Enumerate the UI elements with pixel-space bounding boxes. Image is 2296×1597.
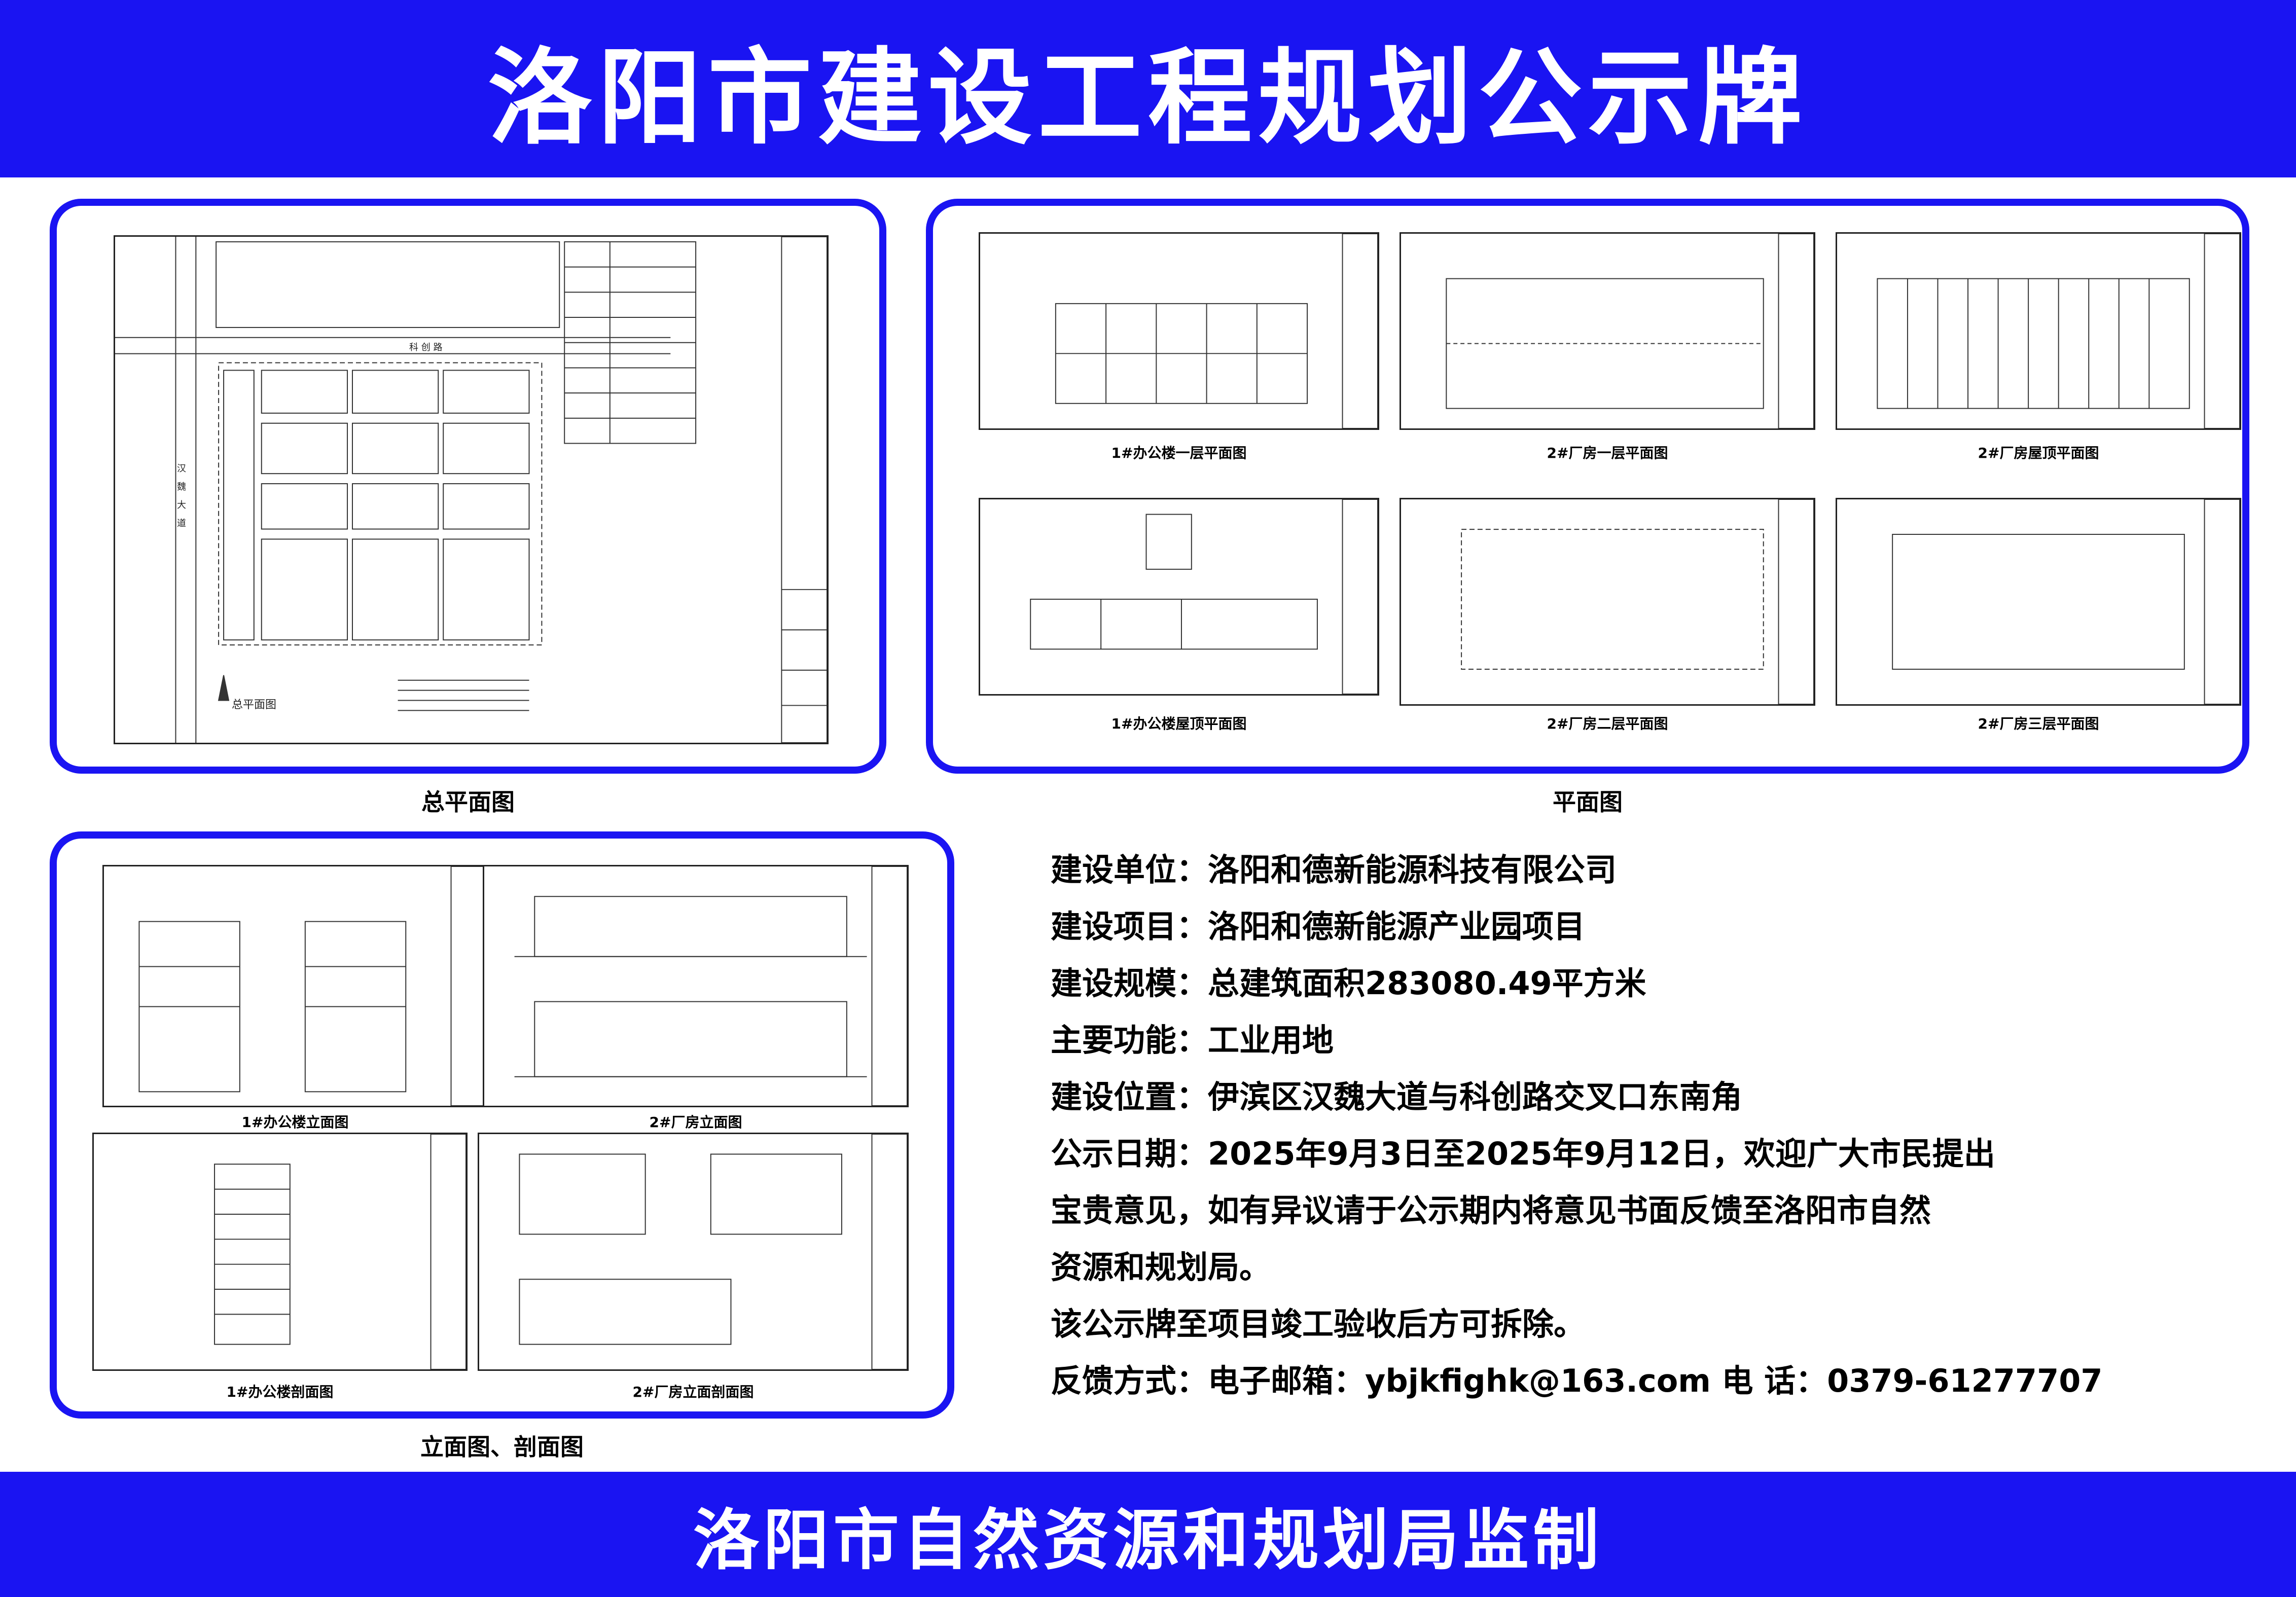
- info-removal: 该公示牌至项目竣工验收后方可拆除。: [1051, 1305, 1586, 1342]
- floor-plans-frame: 1#办公楼一层平面图 2#厂房一层平面图 2#厂房屋顶平面图: [926, 199, 2249, 774]
- elevations-frame: 1#办公楼立面图 2#厂房立面图 1#办公楼剖面图: [50, 831, 954, 1419]
- floor-plan-caption-3: 2#厂房屋顶平面图: [1978, 445, 2099, 461]
- info-notice-line-3: 资源和规划局。: [1051, 1249, 1271, 1286]
- floor-plan-sheet-5: [1400, 498, 1815, 706]
- elevation-caption-4: 2#厂房立面剖面图: [632, 1384, 754, 1400]
- info-scale: 建设规模：总建筑面积283080.49平方米: [1051, 965, 1646, 1002]
- floor-plan-caption-1: 1#办公楼一层平面图: [1111, 445, 1247, 461]
- info-location: 建设位置：伊滨区汉魏大道与科创路交叉口东南角: [1051, 1078, 1743, 1115]
- floor-plans-label: 平面图: [1553, 788, 1623, 816]
- info-notice-line-2: 宝贵意见，如有异议请于公示期内将意见书面反馈至洛阳市自然: [1051, 1192, 1931, 1229]
- page-title: 洛阳市建设工程规划公示牌: [488, 38, 1808, 159]
- floor-plan-caption-4: 1#办公楼屋顶平面图: [1111, 715, 1247, 732]
- info-function: 主要功能：工业用地: [1051, 1022, 1334, 1059]
- info-notice-line-1: 公示日期：2025年9月3日至2025年9月12日，欢迎广大市民提出: [1051, 1135, 1995, 1172]
- floor-plan-sheet-3: [1836, 232, 2241, 430]
- road-label-east-west: 科 创 路: [409, 342, 443, 353]
- info-builder: 建设单位：洛阳和德新能源科技有限公司: [1051, 851, 1617, 888]
- elevation-sheet-2: [483, 865, 909, 1107]
- master-plan-sheet: 科 创 路 汉 魏 大 道 总平面图: [114, 235, 829, 744]
- floor-plan-sheet-1: [979, 232, 1379, 430]
- floor-plan-caption-6: 2#厂房三层平面图: [1978, 715, 2099, 732]
- master-plan-drawing: [115, 237, 827, 743]
- master-plan-frame: 科 创 路 汉 魏 大 道 总平面图: [50, 199, 886, 774]
- footer-banner: 洛阳市自然资源和规划局监制: [0, 1472, 2296, 1597]
- info-project: 建设项目：洛阳和德新能源产业园项目: [1051, 908, 1586, 945]
- floor-plan-sheet-2: [1400, 232, 1815, 430]
- elevation-sheet-1: [102, 865, 488, 1107]
- master-plan-label: 总平面图: [421, 788, 515, 816]
- floor-plan-caption-5: 2#厂房二层平面图: [1547, 715, 1668, 732]
- elevation-caption-2: 2#厂房立面图: [649, 1114, 742, 1131]
- info-contact: 反馈方式：电子邮箱：ybjkfighk@163.com 电 话：0379-612…: [1051, 1362, 2103, 1399]
- master-plan-drawing-caption: 总平面图: [232, 699, 277, 711]
- elevation-sheet-3: [92, 1133, 468, 1371]
- elevations-label: 立面图、剖面图: [420, 1433, 584, 1461]
- floor-plan-caption-2: 2#厂房一层平面图: [1547, 445, 1668, 461]
- header-banner: 洛阳市建设工程规划公示牌: [0, 0, 2296, 177]
- project-info: 建设单位：洛阳和德新能源科技有限公司 建设项目：洛阳和德新能源产业园项目 建设规…: [1051, 842, 2268, 1409]
- footer-supervisor: 洛阳市自然资源和规划局监制: [693, 1501, 1603, 1579]
- road-label-north-south: 汉 魏 大 道: [177, 463, 186, 529]
- floor-plan-sheet-6: [1836, 498, 2241, 706]
- elevation-caption-3: 1#办公楼剖面图: [226, 1384, 334, 1400]
- elevation-caption-1: 1#办公楼立面图: [241, 1114, 349, 1131]
- floor-plan-sheet-4: [979, 498, 1379, 696]
- elevation-sheet-4: [478, 1133, 909, 1371]
